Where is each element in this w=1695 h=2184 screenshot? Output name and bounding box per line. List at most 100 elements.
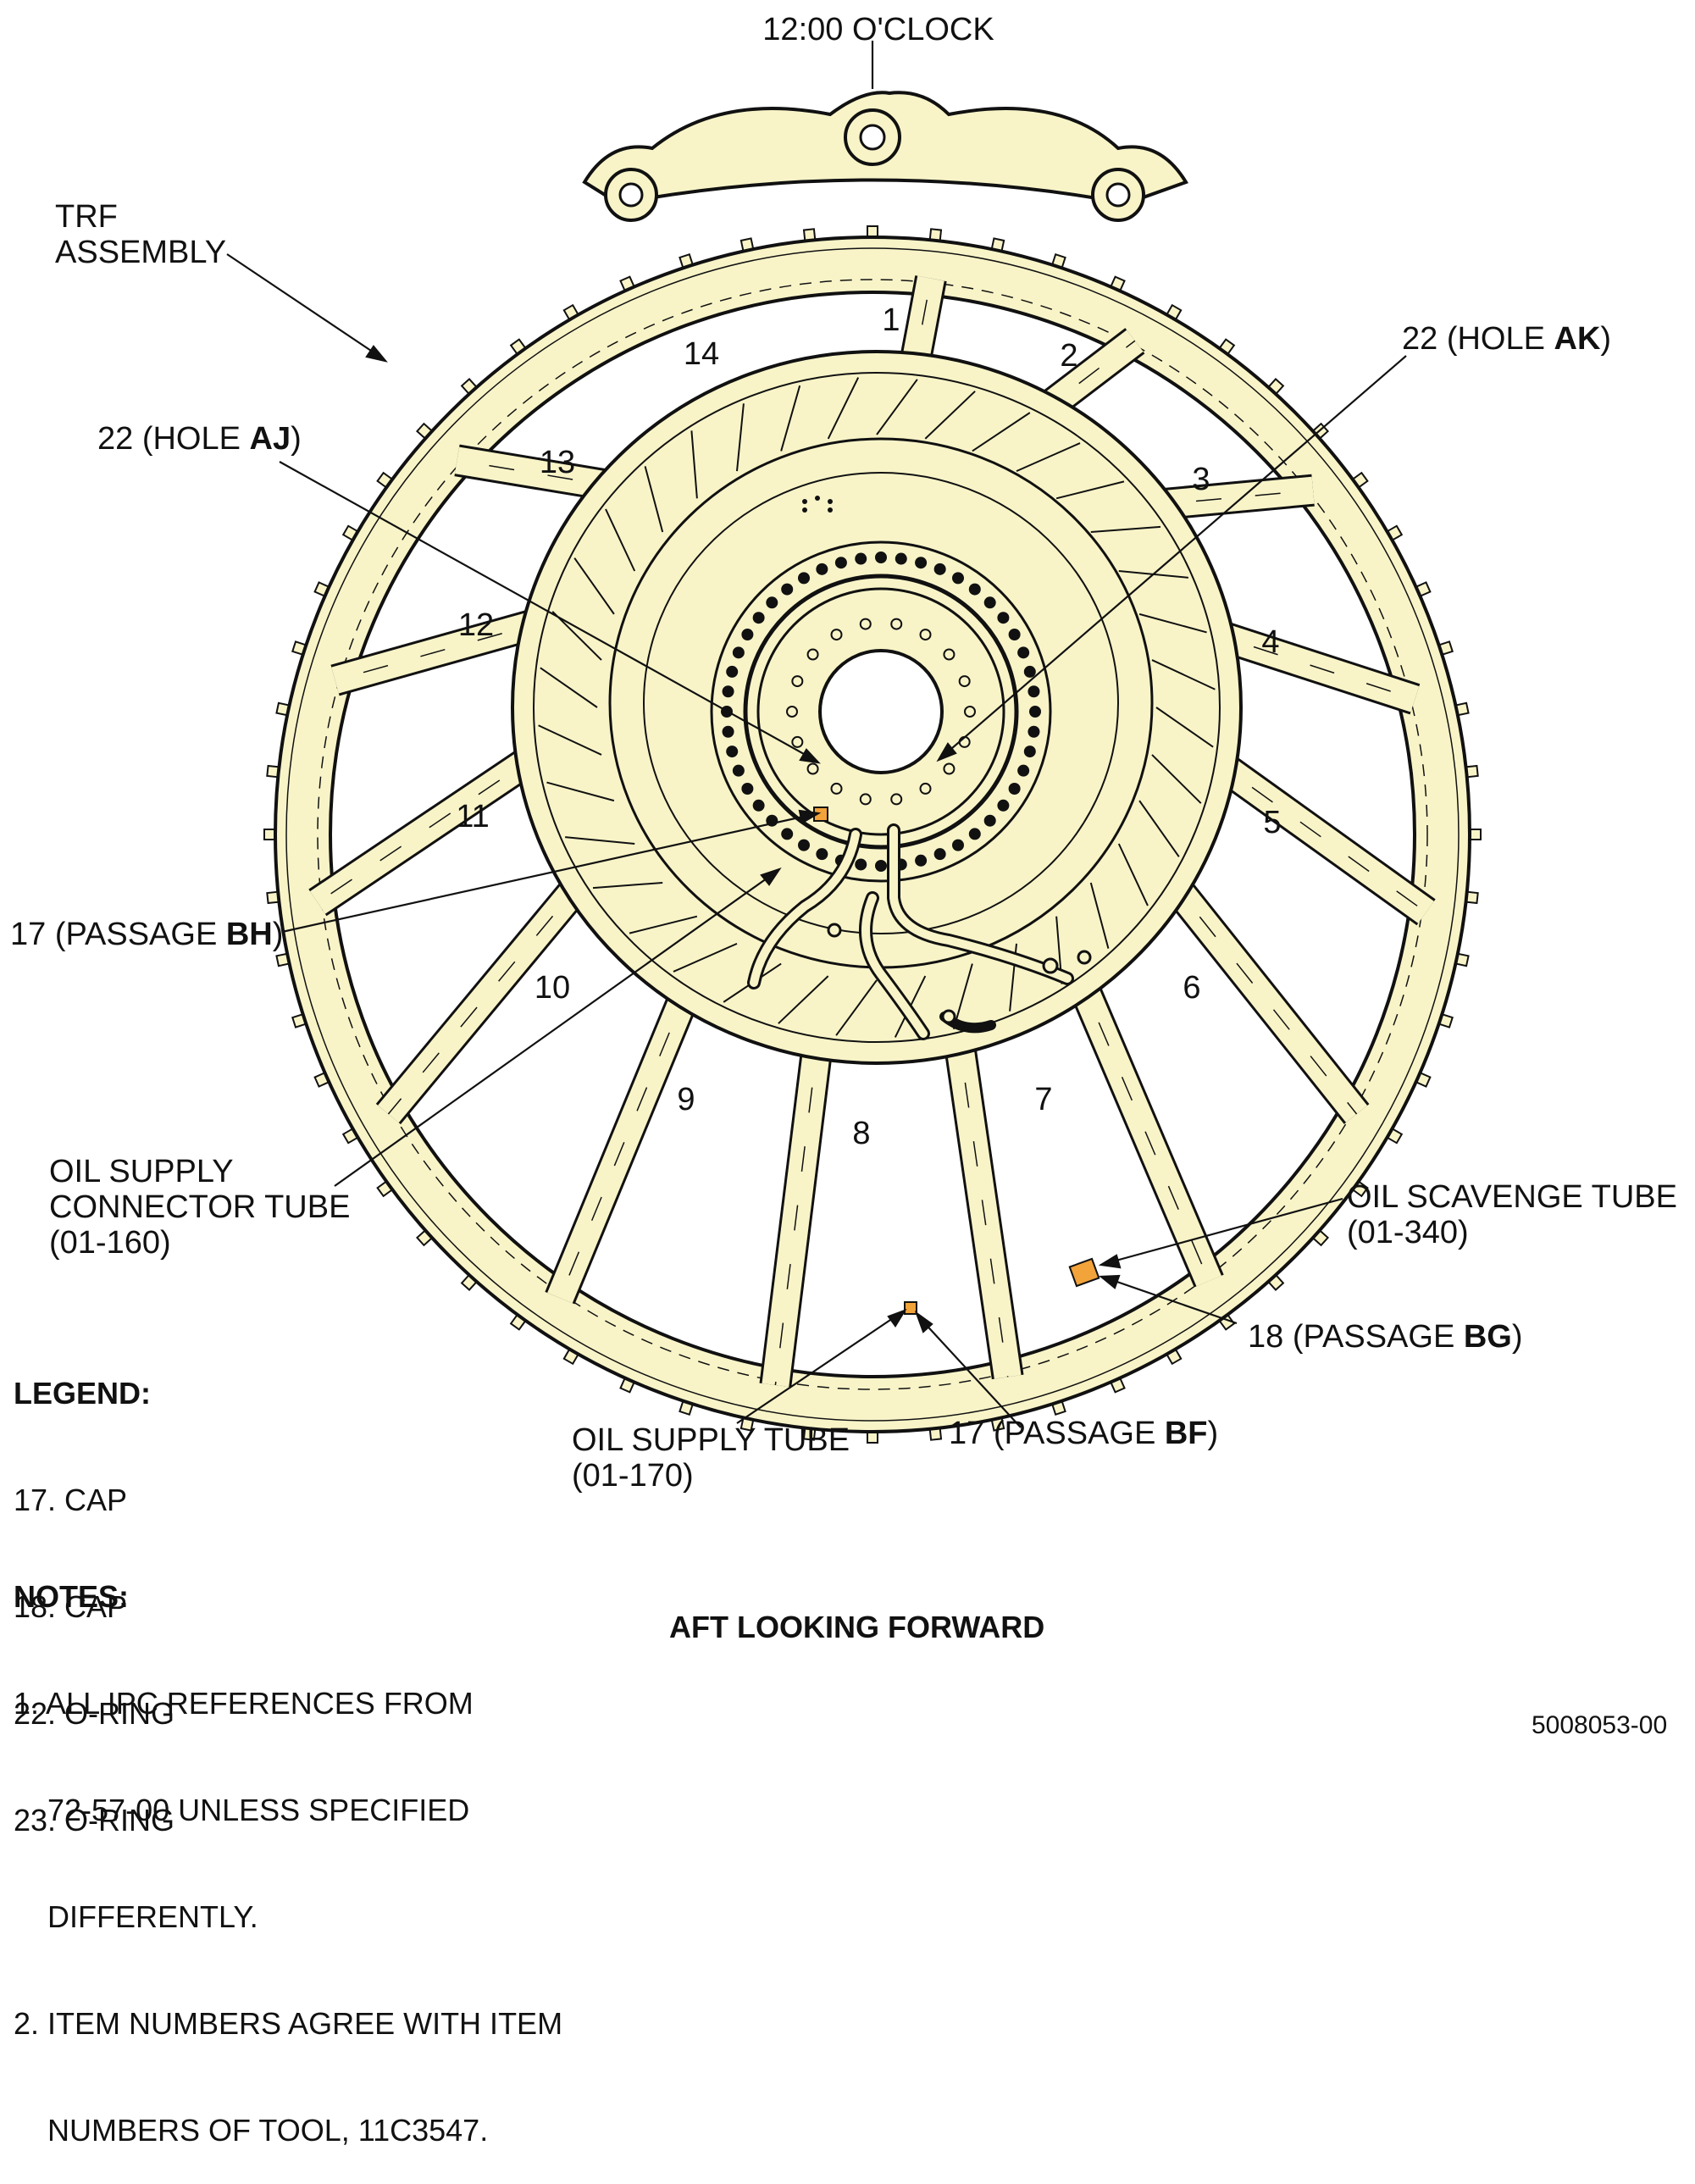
bolt-circle-outer (721, 552, 1041, 872)
strut-number-6: 6 (1183, 970, 1200, 1006)
flange-tooth (1415, 581, 1432, 597)
flange-tooth (341, 1128, 358, 1145)
callout-passage-bg: 18 (PASSAGE BG) (1248, 1319, 1523, 1355)
strut-number-4: 4 (1261, 624, 1279, 660)
flange-tooth (460, 1274, 478, 1292)
flange-tooth (266, 890, 280, 905)
flange-tooth (867, 225, 878, 237)
flange-tooth (341, 524, 358, 541)
flange-tooth (376, 1180, 393, 1198)
flange-tooth (1455, 701, 1470, 717)
flange-tooth (1455, 952, 1470, 967)
flange-tooth (313, 1072, 330, 1088)
flange-tooth (1312, 1229, 1330, 1247)
flange-tooth (679, 253, 694, 269)
ring-flange-teeth (263, 225, 1482, 1444)
flange-tooth (739, 237, 755, 252)
strut-number-1: 1 (882, 302, 900, 338)
callout-12-oclock: 12:00 O'CLOCK (762, 12, 994, 47)
strut-number-12: 12 (458, 607, 494, 643)
flange-tooth (1470, 829, 1482, 840)
flange-tooth (415, 422, 433, 440)
strut-number-7: 7 (1034, 1082, 1052, 1117)
flange-tooth (990, 237, 1005, 252)
hub-assembly (511, 350, 1243, 1065)
legend-item: 22. O-RING (14, 1696, 175, 1731)
flange-tooth (1267, 1274, 1285, 1292)
flange-tooth (802, 1427, 817, 1441)
flange-tooth (263, 829, 275, 840)
flange-tooth (928, 1427, 943, 1441)
note-line: 2. ITEM NUMBERS AGREE WITH ITEM (14, 2006, 563, 2041)
callout-scavenge-line1: OIL SCAVENGE TUBE (1347, 1179, 1677, 1215)
flange-tooth (867, 1432, 878, 1444)
flange-tooth (1387, 1128, 1404, 1145)
flange-tooth (275, 701, 290, 717)
note-line: 1. ALL IPC REFERENCES FROM (14, 1686, 474, 1721)
callout-oil-connector-line1: OIL SUPPLY (49, 1154, 234, 1189)
bolt-circle-inner (786, 618, 976, 806)
callout-passage-bh: 17 (PASSAGE BH) (10, 917, 283, 952)
flange-tooth (1352, 471, 1369, 489)
flange-tooth (266, 764, 280, 779)
callout-supply-line1: OIL SUPPLY TUBE (572, 1422, 850, 1458)
flange-tooth (1218, 338, 1236, 355)
flange-tooth (291, 640, 307, 656)
caps (813, 807, 1100, 1315)
flange-tooth (460, 377, 478, 395)
flange-tooth (562, 303, 579, 320)
flange-tooth (1465, 890, 1479, 905)
strut-number-9: 9 (677, 1082, 695, 1117)
leader-lines (226, 41, 1407, 1428)
flange-tooth (291, 1013, 307, 1028)
callout-supply-line2: (01-170) (572, 1458, 694, 1494)
flange-tooth (1051, 253, 1066, 269)
flange-tooth (1110, 275, 1126, 291)
note-line: 72-57-00 UNLESS SPECIFIED (14, 1793, 470, 1827)
legend-heading: LEGEND: (14, 1376, 151, 1411)
figure-number: 5008053-00 (1532, 1711, 1668, 1739)
callout-trf-line2: ASSEMBLY (55, 235, 226, 270)
strut-number-5: 5 (1263, 805, 1281, 840)
note-line: NUMBERS OF TOOL, 11C3547. (14, 2113, 489, 2148)
strut-number-8: 8 (852, 1116, 870, 1151)
legend-item: 18. CAP (14, 1589, 128, 1624)
callout-oil-connector-line2: CONNECTOR TUBE (49, 1189, 350, 1225)
strut-number-11: 11 (456, 799, 489, 834)
flange-tooth (1267, 377, 1285, 395)
flange-tooth (1465, 764, 1479, 779)
flange-tooth (376, 471, 393, 489)
strut-number-3: 3 (1192, 462, 1210, 497)
callout-trf-line1: TRF (55, 199, 118, 235)
strut-numbers: 1 2 3 4 5 6 7 8 9 10 11 12 13 14 (456, 302, 1281, 1151)
notes: NOTES: 1. ALL IPC REFERENCES FROM 72-57-… (14, 1508, 562, 2184)
strut-number-14: 14 (684, 336, 719, 372)
flange-tooth (1051, 1400, 1066, 1416)
callout-passage-bf: 17 (PASSAGE BF) (949, 1416, 1218, 1451)
flange-tooth (1166, 1349, 1183, 1366)
flange-tooth (1387, 524, 1404, 541)
flange-tooth (802, 228, 817, 241)
legend-item: 17. CAP (14, 1483, 128, 1517)
note-line: DIFFERENTLY. (14, 1899, 258, 1934)
callout-scavenge-line2: (01-340) (1347, 1215, 1469, 1250)
flange-tooth (739, 1417, 755, 1432)
flange-tooth (415, 1229, 433, 1247)
strut-number-10: 10 (535, 970, 570, 1006)
flange-tooth (928, 228, 943, 241)
strut-number-2: 2 (1060, 338, 1077, 374)
cap-passage-bf (904, 1301, 917, 1315)
mount-lugs (582, 91, 1188, 222)
view-caption: AFT LOOKING FORWARD (669, 1610, 1045, 1644)
flange-tooth (562, 1349, 579, 1366)
flange-tooth (1166, 303, 1183, 320)
flange-tooth (313, 581, 330, 597)
flange-tooth (1438, 1013, 1454, 1028)
flange-tooth (509, 338, 527, 355)
trf-assembly-drawing: 12:00 O'CLOCK TRF ASSEMBLY 22 (HOLE AK) … (10, 12, 1677, 1494)
flange-tooth (1438, 640, 1454, 656)
oil-tubes (747, 823, 1092, 1040)
flange-tooth (509, 1314, 527, 1331)
flange-tooth (1352, 1180, 1369, 1198)
cap-passage-bg (1068, 1257, 1100, 1288)
